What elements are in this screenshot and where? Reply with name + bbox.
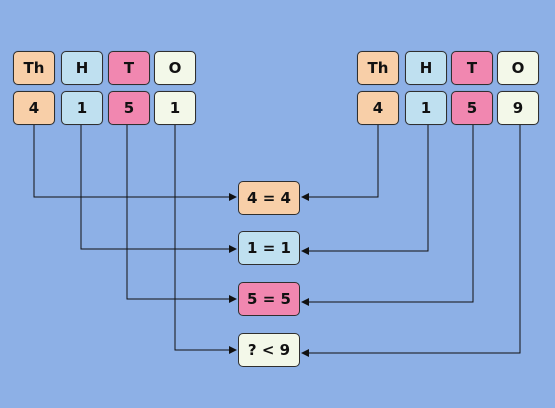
left-ones-header: O bbox=[154, 51, 196, 85]
connector-left-tens bbox=[126, 125, 237, 303]
connector-left-thousands bbox=[33, 125, 237, 201]
tens-comparison-box: 5 = 5 bbox=[238, 282, 300, 316]
left-tens-header: T bbox=[108, 51, 150, 85]
connector-right-hundreds bbox=[301, 125, 429, 255]
connector-right-tens bbox=[301, 125, 474, 306]
right-thousands-header: Th bbox=[357, 51, 399, 85]
connector-left-ones bbox=[174, 125, 237, 354]
connector-right-thousands bbox=[301, 125, 379, 201]
left-hundreds-header: H bbox=[61, 51, 103, 85]
left-ones-digit: 1 bbox=[154, 91, 196, 125]
left-hundreds-digit: 1 bbox=[61, 91, 103, 125]
right-hundreds-digit: 1 bbox=[405, 91, 447, 125]
right-tens-digit: 5 bbox=[451, 91, 493, 125]
ones-comparison-box: ? < 9 bbox=[238, 333, 300, 367]
hundreds-comparison-box: 1 = 1 bbox=[238, 231, 300, 265]
connector-left-hundreds bbox=[80, 125, 237, 253]
right-thousands-digit: 4 bbox=[357, 91, 399, 125]
right-tens-header: T bbox=[451, 51, 493, 85]
right-ones-header: O bbox=[497, 51, 539, 85]
connector-right-ones bbox=[301, 125, 521, 357]
thousands-comparison-box: 4 = 4 bbox=[238, 181, 300, 215]
left-thousands-header: Th bbox=[13, 51, 55, 85]
left-tens-digit: 5 bbox=[108, 91, 150, 125]
right-hundreds-header: H bbox=[405, 51, 447, 85]
right-ones-digit: 9 bbox=[497, 91, 539, 125]
left-thousands-digit: 4 bbox=[13, 91, 55, 125]
